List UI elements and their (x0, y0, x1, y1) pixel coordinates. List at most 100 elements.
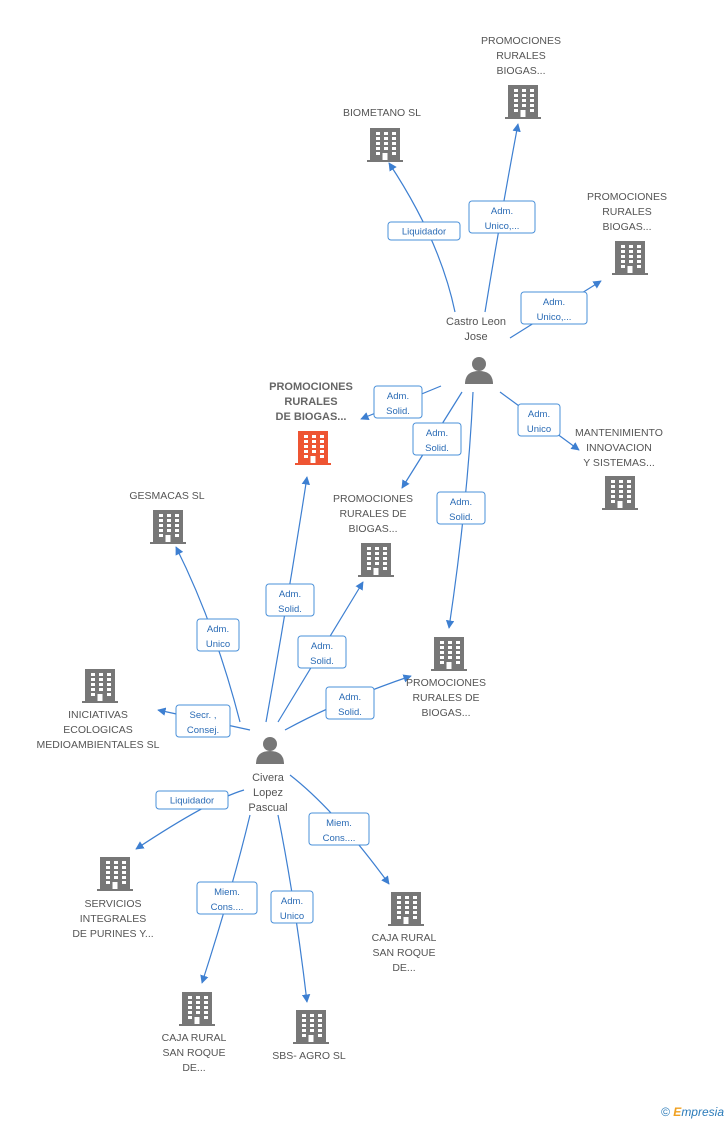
relation-label-text: Cons.... (323, 833, 356, 844)
relation-label-text: Secr. , (190, 710, 217, 721)
relation-label-box (412, 422, 462, 456)
relation-label-box (155, 790, 229, 810)
relation-label[interactable]: Adm. Solid. (265, 583, 315, 617)
relation-label-box (270, 890, 314, 924)
company-node-caja_right[interactable]: CAJA RURAL SAN ROQUE DE... (372, 892, 437, 974)
relation-label-text: Unico,... (537, 312, 572, 323)
relation-label[interactable]: Adm.Unico (196, 618, 240, 652)
relation-label-text: Solid. (310, 656, 334, 667)
building-icon (293, 1010, 329, 1044)
edge-civera-to-servicios (135, 789, 245, 850)
relation-label-text: Solid. (386, 406, 410, 417)
relation-label-text: Adm. (311, 641, 333, 652)
person-label: Pascual (248, 802, 287, 814)
relation-label-text: Unico,... (485, 221, 520, 232)
company-node-biometano[interactable]: BIOMETANO SL (343, 107, 421, 162)
relation-label-box (196, 618, 240, 652)
company-label: RURALES DE (412, 692, 479, 704)
building-icon (295, 431, 331, 465)
relation-label-text: Adm. (207, 624, 229, 635)
company-label: SBS- AGRO SL (272, 1050, 346, 1062)
building-icon (602, 476, 638, 510)
relation-label-text: Adm. (279, 589, 301, 600)
relation-label[interactable]: Miem.Cons.... (308, 812, 370, 846)
relation-label-box (517, 403, 561, 437)
relation-label-text: Solid. (449, 512, 473, 523)
relation-label[interactable]: Secr. ,Consej. (175, 704, 231, 738)
relation-label-box (373, 385, 423, 419)
building-icon (505, 85, 541, 119)
company-node-iniciativas[interactable]: INICIATIVAS ECOLOGICAS MEDIOAMBIENTALES SL (37, 669, 160, 751)
relation-label-box (387, 221, 461, 241)
relation-label[interactable]: Adm. Solid. (436, 491, 486, 525)
company-node-promo_right[interactable]: PROMOCIONESRURALESBIOGAS... (587, 191, 667, 275)
relation-label[interactable]: Adm.Unico (270, 890, 314, 924)
company-label: DE... (392, 962, 415, 974)
relation-label-box (297, 635, 347, 669)
relation-label-box (520, 291, 588, 325)
person-label: Jose (464, 331, 487, 343)
relation-label[interactable]: Adm.Unico (517, 403, 561, 437)
company-label: RURALES (496, 50, 546, 62)
relation-label[interactable]: Adm. Solid. (297, 635, 347, 669)
person-icon (465, 357, 493, 384)
company-label: Y SISTEMAS... (583, 457, 655, 469)
relation-label-text: Miem. (214, 887, 240, 898)
relation-label[interactable]: Adm.Solid. (373, 385, 423, 419)
company-label: RURALES (284, 396, 337, 408)
company-label: SERVICIOS (85, 898, 142, 910)
company-node-promo_top[interactable]: PROMOCIONESRURALESBIOGAS... (481, 35, 561, 119)
company-label: BIOMETANO SL (343, 107, 421, 119)
relation-label-text: Liquidador (170, 796, 214, 807)
building-icon (150, 510, 186, 544)
company-label: CAJA RURAL (372, 932, 437, 944)
company-label: BIOGAS... (348, 523, 397, 535)
relation-label-box (196, 881, 258, 915)
relation-label-text: Unico (527, 424, 551, 435)
relation-labels-layer: LiquidadorAdm.Unico,...Adm.Unico,...Adm.… (155, 200, 588, 924)
relation-label[interactable]: Liquidador (155, 790, 229, 810)
relation-label-box (265, 583, 315, 617)
company-label: ECOLOGICAS (63, 724, 132, 736)
relation-label-box (325, 686, 375, 720)
relation-label[interactable]: Miem.Cons.... (196, 881, 258, 915)
company-label: PROMOCIONES (587, 191, 667, 203)
relation-label[interactable]: Adm. Unico,... (468, 200, 536, 234)
company-node-gesmacas[interactable]: GESMACAS SL (129, 490, 205, 544)
relation-label-text: Adm. (491, 206, 513, 217)
company-label: SAN ROQUE (372, 947, 435, 959)
company-label: BIOGAS... (496, 65, 545, 77)
relation-label[interactable]: Adm.Solid. (325, 686, 375, 720)
relation-label-text: Solid. (278, 604, 302, 615)
building-icon (388, 892, 424, 926)
brand-footer[interactable]: © Empresia (661, 1105, 724, 1119)
relation-label-text: Unico (280, 911, 304, 922)
relation-label-text: Liquidador (402, 227, 446, 238)
relation-label-text: Solid. (338, 707, 362, 718)
copyright-icon: © (661, 1105, 670, 1119)
company-label: PROMOCIONES (269, 381, 353, 393)
company-label: DE... (182, 1062, 205, 1074)
company-label: INICIATIVAS (68, 709, 128, 721)
person-label: Civera (252, 772, 285, 784)
company-label: INTEGRALES (80, 913, 147, 925)
relation-label[interactable]: Adm.Unico,... (520, 291, 588, 325)
relation-label[interactable]: Liquidador (387, 221, 461, 241)
relation-label-text: Solid. (425, 443, 449, 454)
building-icon (431, 637, 467, 671)
brand-logo-initial: E (673, 1105, 682, 1119)
company-label: MEDIOAMBIENTALES SL (37, 739, 160, 751)
company-node-sbs[interactable]: SBS- AGRO SL (272, 1010, 346, 1062)
person-icon (256, 737, 284, 764)
relation-label[interactable]: Adm.Solid. (412, 422, 462, 456)
relation-label-text: Adm. (450, 497, 472, 508)
